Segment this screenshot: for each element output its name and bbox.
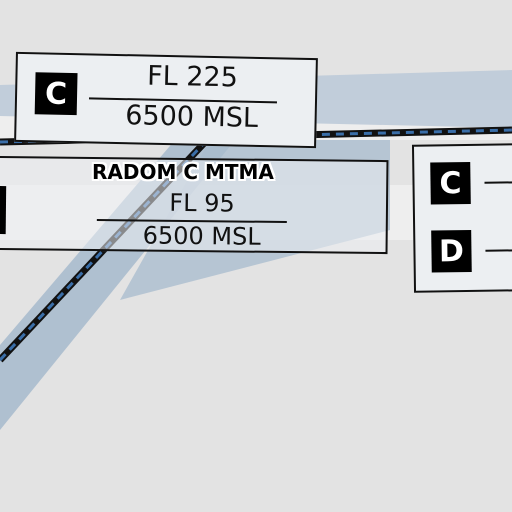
class-c-badge: C [34,72,78,116]
limit-divider [485,249,512,252]
upper-limit-label: FL 225 [146,60,239,94]
airspace-label-box-right[interactable]: C D [411,143,512,293]
upper-limit-label: FL 95 [169,188,235,218]
limit-divider [484,181,512,184]
airspace-label-box-upper[interactable]: C FL 225 6500 MSL [14,51,318,149]
lower-limit-label: 6500 MSL [142,221,261,251]
class-d-badge: D [431,229,472,273]
airspace-zone-name: RADOM C MTMA [92,160,274,184]
class-badge-partial [0,185,7,235]
class-c-badge: C [430,161,471,205]
lower-limit-label: 6500 MSL [124,100,259,134]
